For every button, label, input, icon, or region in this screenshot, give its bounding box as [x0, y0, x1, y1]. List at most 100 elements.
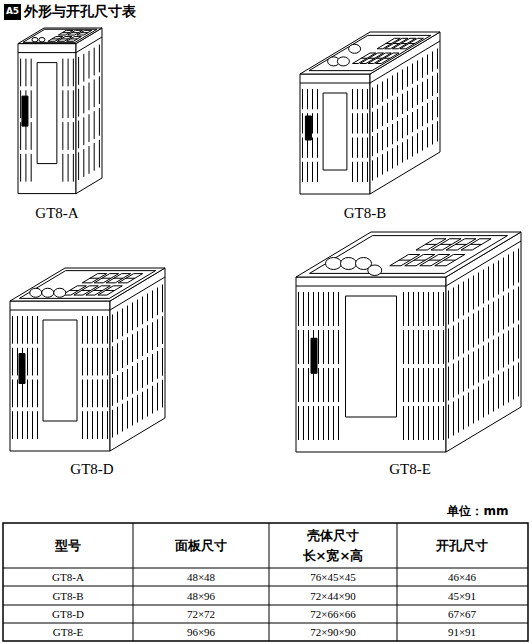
- vent-slot: [413, 368, 414, 402]
- vent-slot: [27, 348, 28, 376]
- side-face: [76, 28, 102, 194]
- vent-slot: [427, 79, 428, 99]
- vent-slot: [20, 154, 21, 182]
- vent-slot: [83, 54, 84, 82]
- vent-slot: [367, 138, 368, 158]
- vent-slot: [37, 316, 38, 344]
- vent-slot: [443, 330, 444, 364]
- vent-slot: [323, 368, 324, 402]
- vent-slot: [413, 292, 414, 326]
- vent-slot: [402, 94, 403, 114]
- vent-slot: [478, 349, 479, 383]
- vent-slot: [448, 367, 449, 401]
- vent-slot: [417, 61, 418, 81]
- vent-slot: [99, 76, 100, 104]
- segment-line: [361, 58, 367, 59]
- segment-line: [440, 244, 451, 245]
- vent-slot: [352, 162, 353, 182]
- segment-line: [102, 278, 111, 279]
- vent-slot: [317, 138, 318, 158]
- vent-slot: [513, 252, 514, 286]
- vent-slot: [488, 381, 489, 415]
- front-face: [18, 44, 76, 194]
- vent-slot: [488, 267, 489, 301]
- segment-line: [52, 38, 59, 39]
- table-header: 壳体尺寸: [307, 529, 359, 543]
- segment-line: [126, 278, 135, 279]
- vent-slot: [428, 330, 429, 364]
- table-cell: 72×90×90: [310, 626, 355, 638]
- vent-slot: [32, 348, 33, 376]
- vent-slot: [382, 106, 383, 126]
- vent-slot: [428, 368, 429, 402]
- vent-slot: [302, 162, 303, 182]
- vent-slot: [27, 316, 28, 344]
- controller-drawing: [18, 28, 102, 194]
- segment-line: [429, 260, 440, 261]
- vent-slot: [68, 90, 69, 118]
- vent-slot: [62, 154, 63, 182]
- vent-slot: [82, 348, 83, 376]
- vent-slot: [453, 364, 454, 398]
- vent-slot: [25, 154, 26, 182]
- vent-slot: [328, 368, 329, 402]
- seven-segment-digit: [77, 30, 92, 35]
- vent-slot: [338, 330, 339, 364]
- label-plate: [323, 93, 347, 170]
- segment-line: [369, 58, 375, 59]
- vent-slot: [333, 368, 334, 402]
- vent-slot: [308, 292, 309, 326]
- vent-slot: [382, 130, 383, 150]
- vent-slot: [453, 326, 454, 360]
- vent-slot: [488, 305, 489, 339]
- vent-slot: [302, 89, 303, 109]
- vent-slot: [402, 118, 403, 138]
- vent-slot: [443, 406, 444, 440]
- segment-line: [106, 290, 115, 291]
- table-header: 长×宽×高: [303, 549, 364, 563]
- vent-slot: [382, 82, 383, 102]
- vent-slot: [132, 398, 133, 426]
- vent-slot: [338, 368, 339, 402]
- vent-slot: [468, 317, 469, 351]
- key-button: [39, 37, 45, 42]
- vent-slot: [62, 122, 63, 150]
- model-caption: GT8-E: [389, 461, 431, 478]
- vent-slot: [428, 292, 429, 326]
- vent-slot: [317, 89, 318, 109]
- vent-slot: [162, 316, 163, 344]
- vent-slot: [513, 328, 514, 362]
- vent-slot: [87, 348, 88, 376]
- segment-line: [409, 43, 415, 44]
- vent-slot: [418, 368, 419, 402]
- vent-slot: [17, 316, 18, 344]
- vent-slot: [82, 380, 83, 408]
- vent-slot: [402, 70, 403, 90]
- vent-slot: [483, 346, 484, 380]
- vent-slot: [31, 122, 32, 150]
- vent-slot: [162, 348, 163, 376]
- vent-slot: [298, 368, 299, 402]
- vent-slot: [94, 111, 95, 139]
- seven-segment-digit: [461, 239, 491, 250]
- segment-line: [70, 290, 79, 291]
- vent-slot: [357, 162, 358, 182]
- table-cell: GT8-D: [52, 608, 84, 620]
- vent-slot: [32, 411, 33, 439]
- vent-slot: [37, 411, 38, 439]
- vent-slot: [518, 287, 519, 321]
- vent-slot: [132, 334, 133, 362]
- vent-slots: [299, 249, 519, 441]
- vent-slot: [382, 154, 383, 174]
- vent-slot: [137, 395, 138, 423]
- vent-slot: [403, 330, 404, 364]
- vent-slot: [468, 279, 469, 313]
- vent-slot: [498, 261, 499, 295]
- vent-slot: [20, 90, 21, 118]
- vent-slot: [78, 57, 79, 85]
- vent-slot: [73, 59, 74, 87]
- vent-slot: [403, 406, 404, 440]
- vent-slot: [99, 108, 100, 136]
- vent-slot: [408, 330, 409, 364]
- vent-slots: [13, 285, 163, 440]
